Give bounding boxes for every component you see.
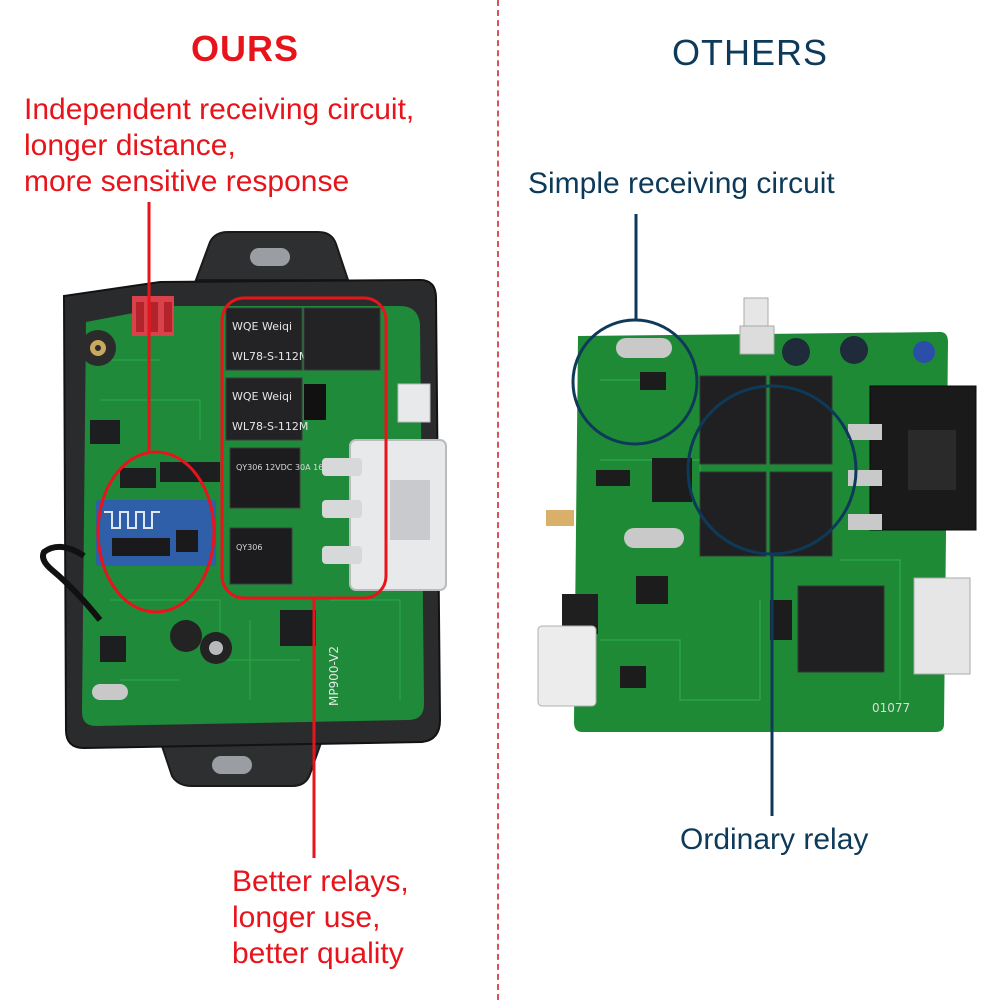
ours-relay-line-1: Better relays,	[232, 865, 409, 898]
center-divider	[497, 0, 499, 1000]
ours-relays: WQE Weiqi WL78-S-112M WQE Weiqi WL78-S-1…	[225, 307, 381, 585]
others-callout-receiving: Simple receiving circuit	[528, 167, 835, 200]
antenna-trace	[104, 511, 160, 529]
relay-label-5: QY306 12VDC 30A 16VDC	[236, 463, 341, 472]
ours-relay-line-2: longer use,	[232, 901, 381, 934]
ours-callout-line-1: Independent receiving circuit,	[24, 93, 415, 126]
antenna-wire	[40, 543, 103, 622]
left-white-connector	[537, 625, 597, 707]
relay-label-3: WQE Weiqi	[232, 390, 292, 403]
bottom-mount-hole	[212, 756, 252, 774]
relay-label-6: QY306	[236, 543, 262, 552]
top-mount-hole	[250, 248, 290, 266]
others-board-label: 01077	[872, 701, 910, 715]
relay-label-1: WQE Weiqi	[232, 320, 292, 333]
ours-callout-line-2: longer distance,	[24, 129, 236, 162]
crystal	[92, 684, 128, 700]
relay-label-2: WL78-S-112M	[232, 350, 308, 363]
receiver-highlight-ellipse	[96, 450, 216, 614]
others-title: OTHERS	[671, 32, 828, 73]
ours-relay-line-3: better quality	[232, 937, 404, 970]
relay-highlight-rect	[220, 296, 388, 600]
crystal-top	[616, 338, 672, 358]
others-callout-relay: Ordinary relay	[680, 823, 869, 856]
relay-label-4: WL78-S-112M	[232, 420, 308, 433]
ours-callout-receiving: Independent receiving circuit, longer di…	[24, 92, 414, 200]
blue-capacitor	[913, 341, 935, 363]
ours-callout-line-3: more sensitive response	[24, 165, 350, 198]
ours-device-photo: WQE Weiqi WL78-S-112M WQE Weiqi WL78-S-1…	[40, 231, 447, 787]
board-label: MP900-V2	[327, 646, 341, 706]
ours-callout-relays: Better relays, longer use, better qualit…	[232, 864, 409, 972]
ours-title: OURS	[190, 28, 299, 69]
others-board-photo: 01077	[537, 297, 977, 732]
